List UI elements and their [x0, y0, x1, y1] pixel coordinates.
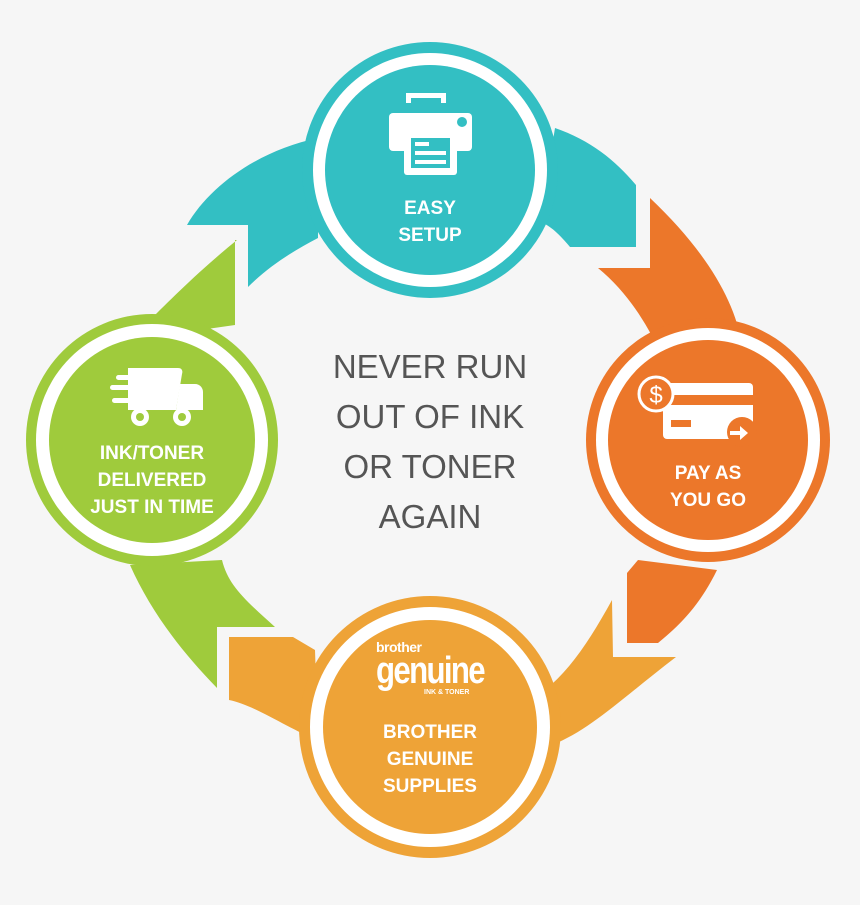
step-label-pay-as-you-go: PAY AS YOU GO: [633, 460, 783, 514]
label-line: PAY AS: [674, 463, 742, 484]
headline-line: OUT OF INK: [335, 398, 525, 435]
arrow-green: [130, 240, 275, 688]
label-line: GENUINE: [386, 749, 474, 770]
delivery-truck-icon: [110, 368, 203, 426]
headline-line: NEVER RUN: [332, 348, 528, 385]
svg-text:$: $: [649, 382, 662, 409]
label-line: DELIVERED: [97, 470, 207, 491]
label-line: SETUP: [398, 225, 462, 246]
label-line: YOU GO: [669, 490, 746, 511]
label-line: BROTHER: [383, 722, 477, 743]
credit-card-dollar-icon: $: [637, 375, 757, 447]
printer-icon: [389, 93, 472, 175]
label-line: JUST IN TIME: [90, 497, 214, 518]
arrow-orange: [598, 198, 742, 643]
circle-brother-genuine: [299, 596, 561, 858]
headline-line: OR TONER: [343, 448, 517, 485]
label-line: SUPPLIES: [383, 776, 477, 797]
step-label-brother-genuine: BROTHER GENUINE SUPPLIES: [355, 719, 505, 800]
logo-tagline: INK & TONER: [424, 689, 470, 696]
logo-brand: brother: [376, 639, 422, 655]
circle-ink-delivered: [26, 314, 278, 566]
headline-line: AGAIN: [378, 498, 482, 535]
arrow-amber: [229, 600, 676, 745]
step-label-easy-setup: EASY SETUP: [355, 195, 505, 249]
label-line: EASY: [404, 198, 456, 219]
center-headline: NEVER RUN OUT OF INK OR TONER AGAIN: [300, 342, 560, 542]
circle-pay-as-you-go: [586, 318, 830, 562]
label-line: INK/TONER: [99, 443, 205, 464]
brother-genuine-logo: brother genuine INK & TONER: [376, 640, 496, 697]
step-label-ink-delivered: INK/TONER DELIVERED JUST IN TIME: [67, 440, 237, 521]
arrow-teal: [187, 128, 636, 287]
logo-word: genuine: [376, 650, 486, 692]
